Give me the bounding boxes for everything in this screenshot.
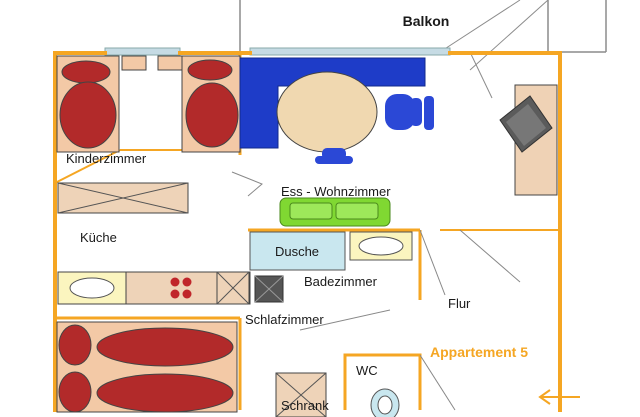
label-kinderzimmer: Kinderzimmer — [66, 151, 147, 166]
outer-walls — [53, 51, 562, 412]
sofa — [279, 197, 391, 227]
schrank-box — [275, 372, 327, 417]
chair-right — [385, 94, 434, 130]
label-ess-wohnzimmer: Ess - Wohnzimmer — [281, 184, 391, 199]
entrance-arrow-icon — [538, 389, 580, 405]
label-flur: Flur — [448, 296, 471, 311]
desk-with-computer — [499, 84, 558, 196]
bathroom-sink — [349, 231, 413, 261]
stove — [170, 277, 192, 299]
label-wc: WC — [356, 363, 378, 378]
label-balkon: Balkon — [403, 13, 450, 29]
bed-right-kinderzimmer — [181, 55, 241, 153]
chair-bottom — [315, 148, 353, 164]
label-schlafzimmer: Schlafzimmer — [245, 312, 324, 327]
wardrobe-kinderzimmer — [57, 182, 189, 214]
corner-bench — [239, 57, 426, 149]
label-badezimmer: Badezimmer — [304, 274, 378, 289]
bed-schlafzimmer — [56, 321, 238, 413]
label-schrank: Schrank — [281, 398, 329, 413]
interior-walls — [54, 55, 560, 411]
kitchen-cabinet — [216, 271, 250, 305]
small-cabinets — [121, 55, 183, 71]
dining-table — [276, 71, 378, 153]
label-kueche: Küche — [80, 230, 117, 245]
toilet-icon — [370, 388, 400, 417]
dark-cabinet — [254, 275, 284, 303]
label-appartement: Appartement 5 — [430, 344, 528, 360]
windows — [104, 47, 451, 56]
bed-left-kinderzimmer — [56, 55, 120, 153]
shower — [249, 231, 346, 271]
label-dusche: Dusche — [275, 244, 319, 259]
